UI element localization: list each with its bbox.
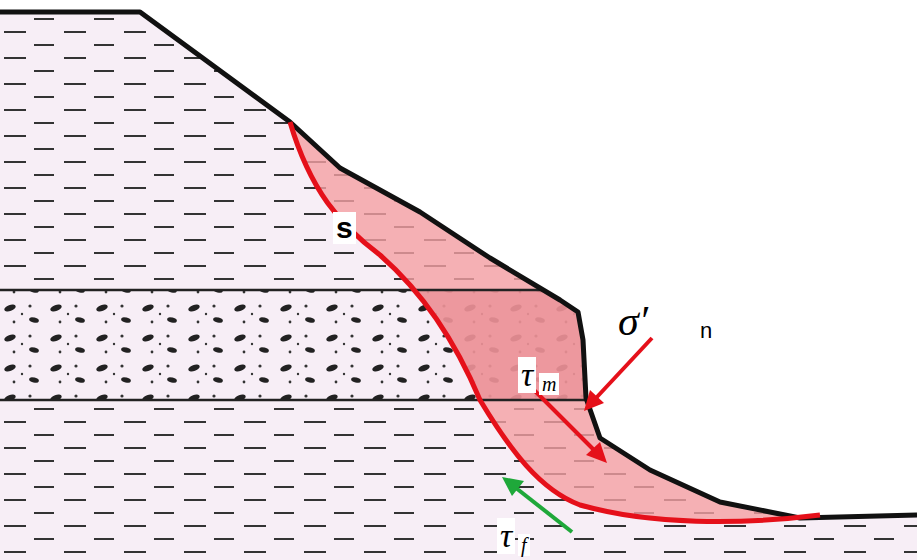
stress-symbol: τ <box>518 357 536 393</box>
stress-symbol: σ′ <box>618 300 648 342</box>
stress-subscript: m <box>539 373 559 395</box>
stress-subscript: f <box>518 534 530 556</box>
stress-subscript: n <box>700 320 712 342</box>
slip-surface-label: s <box>333 212 356 244</box>
stress-symbol: τ <box>497 518 515 554</box>
force-arrows <box>502 338 652 532</box>
